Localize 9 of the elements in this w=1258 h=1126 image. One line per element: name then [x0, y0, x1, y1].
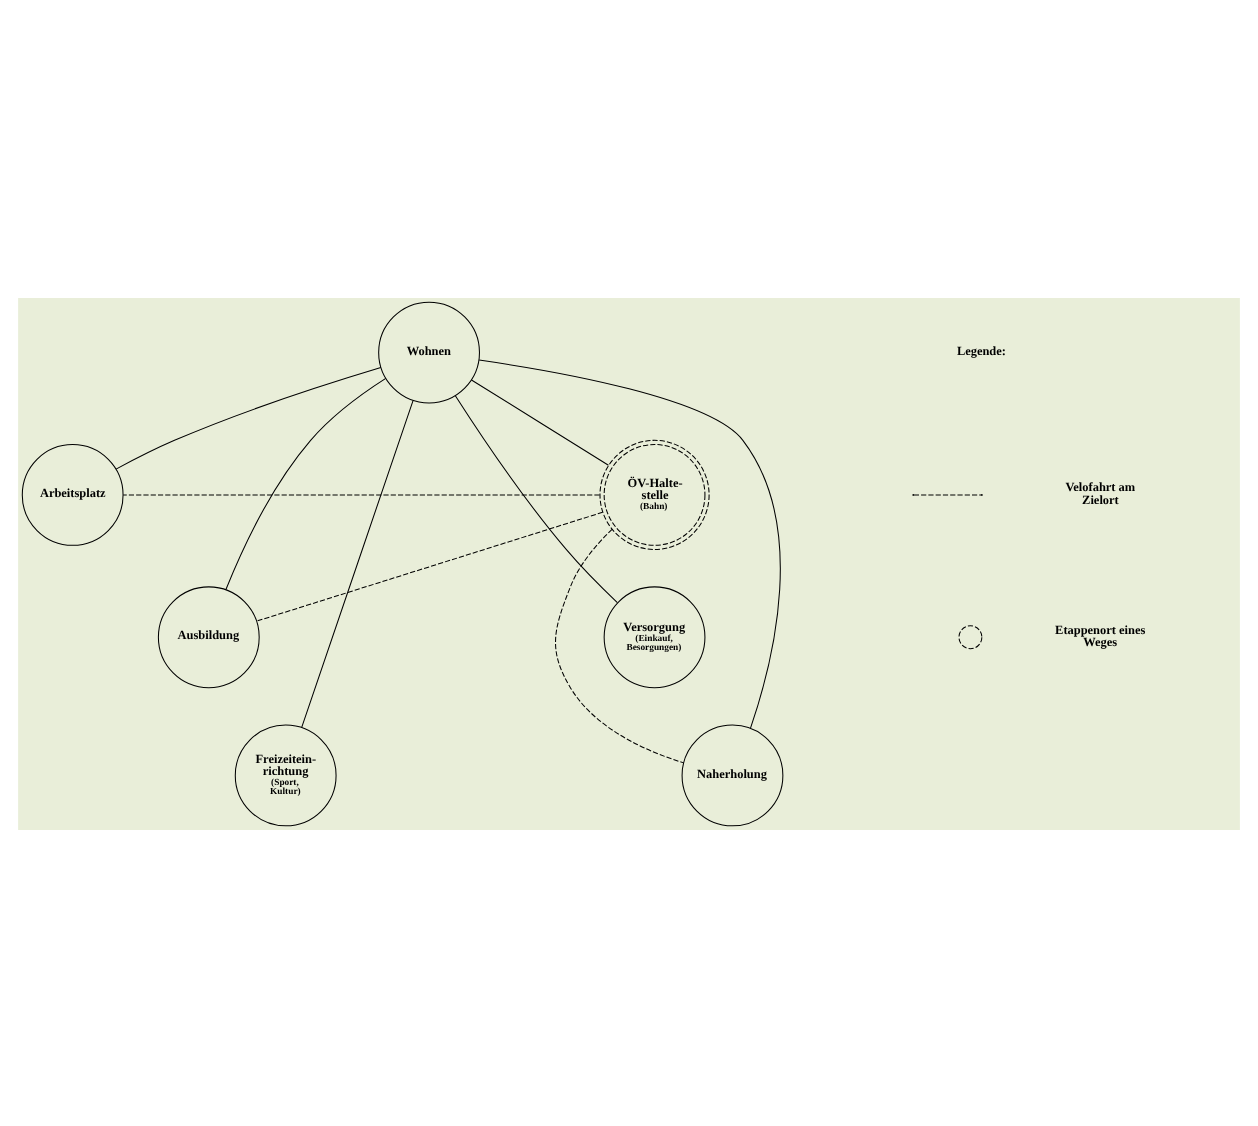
- connector: [470, 378, 609, 465]
- connector: [478, 358, 781, 728]
- connector: [301, 399, 414, 727]
- connector: [555, 527, 685, 763]
- connector: [122, 493, 601, 495]
- connector: [454, 394, 618, 603]
- connector: [115, 366, 382, 469]
- connector: [225, 376, 387, 589]
- connector: [256, 510, 604, 621]
